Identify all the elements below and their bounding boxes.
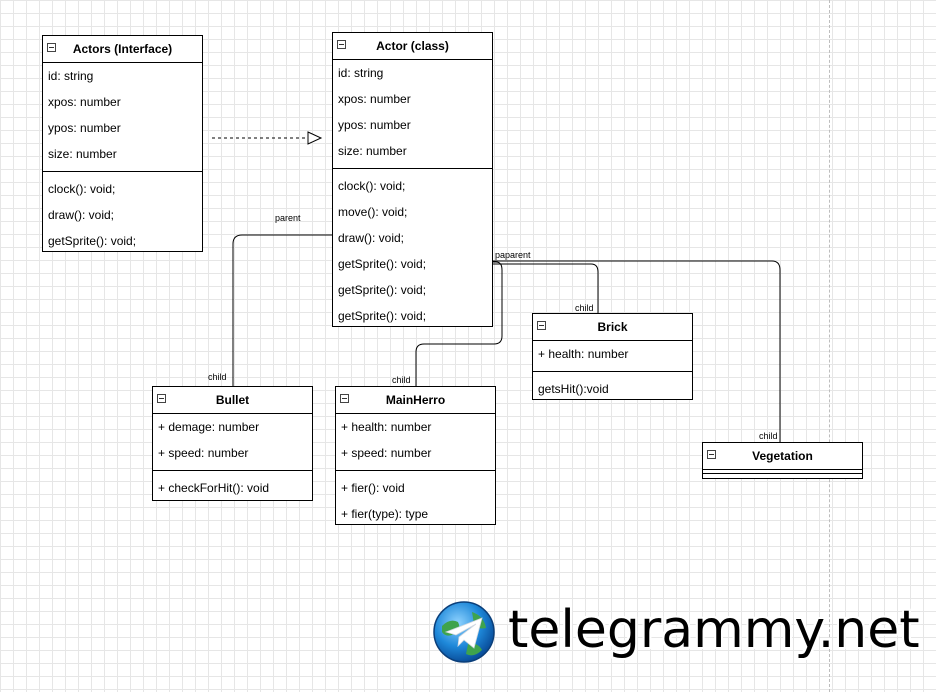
attribute-row: id: string [48,69,94,83]
class-box-mainherro[interactable]: MainHerro + health: number + speed: numb… [335,386,496,525]
class-header: MainHerro [336,387,495,414]
attribute-row: + speed: number [341,446,432,460]
label-child-bullet: child [208,372,227,382]
methods-section: clock(): void; draw(): void; getSprite()… [43,172,202,254]
attribute-row: xpos: number [338,92,411,106]
label-child-brick: child [575,303,594,313]
methods-section: clock(): void; move(): void; draw(): voi… [333,169,492,329]
attributes-section: + health: number + speed: number [336,414,495,471]
class-box-brick[interactable]: Brick + health: number getsHit():void [532,313,693,400]
attribute-row: size: number [48,147,117,161]
collapse-icon[interactable] [537,321,546,330]
connector-actor-vegetation [493,260,781,442]
class-header: Brick [533,314,692,341]
collapse-icon[interactable] [157,394,166,403]
attribute-row: + health: number [538,347,629,361]
page-boundary-line [829,0,830,692]
empty-methods-section [703,470,862,474]
class-title: Actor (class) [376,39,449,53]
method-row: clock(): void; [338,179,406,193]
empty-attributes-section [703,469,862,470]
class-header: Vegetation [703,443,862,469]
attributes-section: id: string xpos: number ypos: number siz… [333,60,492,169]
connector-actor-brick [493,263,599,314]
method-row: draw(): void; [338,231,405,245]
method-row: getSprite(): void; [48,234,137,248]
attribute-row: + health: number [341,420,432,434]
attribute-row: + demage: number [158,420,260,434]
method-row: getsHit():void [538,382,609,396]
methods-section: + fier(): void + fier(type): type [336,471,495,527]
attribute-row: + speed: number [158,446,249,460]
method-row: getSprite(): void; [338,283,427,297]
methods-section: getsHit():void [533,372,692,402]
class-header: Actor (class) [333,33,492,60]
method-row: move(): void; [338,205,408,219]
class-title: Brick [597,320,628,334]
method-row: + checkForHit(): void [158,481,270,495]
collapse-icon[interactable] [337,40,346,49]
method-row: draw(): void; [48,208,115,222]
connector-actor-bullet [232,234,333,386]
collapse-icon[interactable] [47,43,56,52]
method-row: clock(): void; [48,182,116,196]
class-box-actor-class[interactable]: Actor (class) id: string xpos: number yp… [332,32,493,327]
label-child-vegetation: child [759,431,778,441]
collapse-icon[interactable] [340,394,349,403]
label-parent: parent [275,213,301,223]
attribute-row: ypos: number [48,121,121,135]
class-box-actors-interface[interactable]: Actors (Interface) id: string xpos: numb… [42,35,203,252]
label-paparent: paparent [495,250,531,260]
method-row: getSprite(): void; [338,309,427,323]
class-header: Actors (Interface) [43,36,202,63]
class-title: Bullet [215,393,250,407]
class-box-bullet[interactable]: Bullet + demage: number + speed: number … [152,386,313,501]
method-row: getSprite(): void; [338,257,427,271]
watermark: telegrammy.net [432,598,922,666]
label-child-mainherro: child [392,375,411,385]
class-header: Bullet [153,387,312,414]
telegram-globe-icon [433,601,495,663]
attribute-row: ypos: number [338,118,411,132]
class-title: Vegetation [752,449,813,463]
class-box-vegetation[interactable]: Vegetation [702,442,863,479]
class-title: MainHerro [385,393,446,407]
class-title: Actors (Interface) [72,42,173,56]
watermark-text: telegrammy.net [508,600,920,660]
attribute-row: id: string [338,66,384,80]
attribute-row: size: number [338,144,407,158]
attributes-section: id: string xpos: number ypos: number siz… [43,63,202,172]
attributes-section: + health: number [533,341,692,372]
attributes-section: + demage: number + speed: number [153,414,312,471]
collapse-icon[interactable] [707,450,716,459]
realization-arrowhead [307,131,323,145]
methods-section: + checkForHit(): void [153,471,312,501]
attribute-row: xpos: number [48,95,121,109]
method-row: + fier(type): type [341,507,429,521]
method-row: + fier(): void [341,481,405,495]
